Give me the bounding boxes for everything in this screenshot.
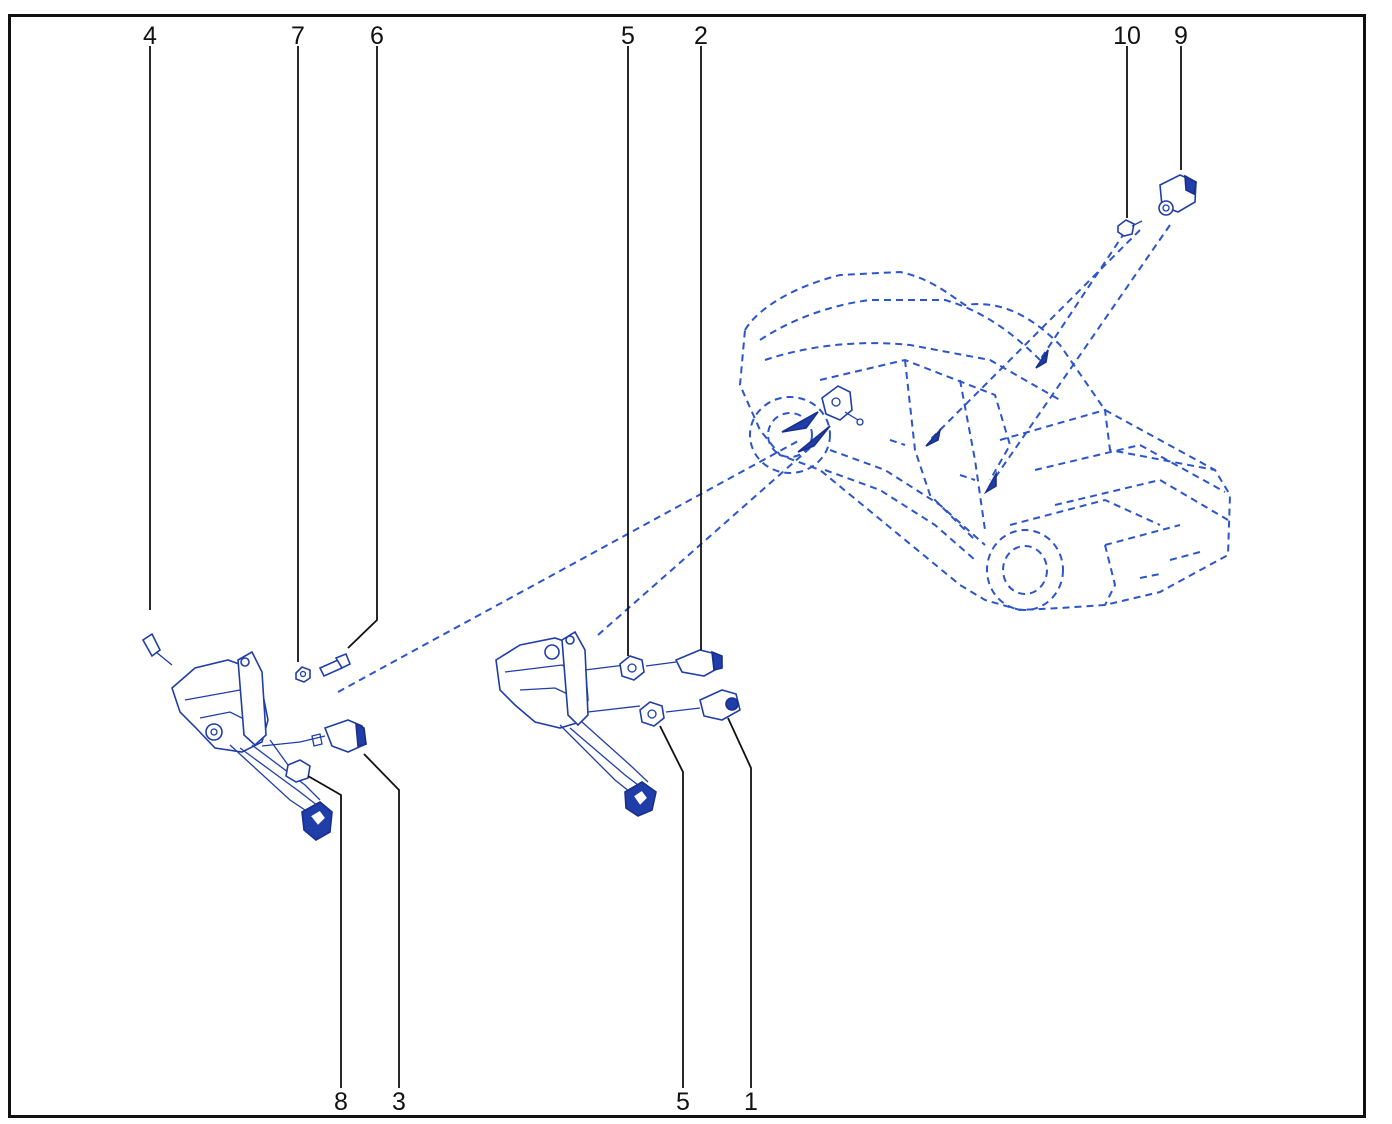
part-1-switch bbox=[665, 689, 741, 721]
part-9-sensor bbox=[1158, 174, 1197, 216]
callout-8: 8 bbox=[334, 1088, 348, 1116]
callout-3: 3 bbox=[392, 1088, 406, 1116]
callout-2: 2 bbox=[694, 22, 708, 50]
part-6-bolt bbox=[318, 652, 352, 678]
callout-10: 10 bbox=[1113, 22, 1141, 50]
part-10-bolt bbox=[1117, 219, 1143, 237]
callout-5-bottom: 5 bbox=[676, 1088, 690, 1116]
part-2-switch bbox=[645, 649, 724, 677]
pedal-assembly-right bbox=[495, 630, 657, 817]
vehicle-pedal-mount bbox=[821, 385, 864, 426]
vehicle-outline bbox=[738, 270, 1232, 612]
part-7-nut bbox=[295, 666, 311, 683]
callout-6: 6 bbox=[370, 22, 384, 50]
part-8-switch bbox=[269, 739, 311, 783]
assembly-arrows bbox=[781, 349, 1049, 495]
callout-5-top: 5 bbox=[621, 22, 635, 50]
leader-lines bbox=[149, 46, 1182, 1088]
callout-1: 1 bbox=[744, 1088, 758, 1116]
diagram-frame bbox=[8, 14, 1366, 1118]
part-5-nut-bottom bbox=[639, 701, 665, 727]
callout-4: 4 bbox=[143, 22, 157, 50]
assembly-lines bbox=[337, 224, 1171, 693]
callout-9: 9 bbox=[1174, 22, 1188, 50]
part-4-bolt bbox=[141, 632, 173, 666]
pedal-assembly-left bbox=[171, 650, 333, 841]
callout-labels: 4 7 6 5 2 10 9 8 3 5 1 bbox=[143, 22, 1188, 1116]
part-3-switch bbox=[261, 719, 367, 753]
callout-7: 7 bbox=[291, 22, 305, 50]
part-5-nut-top bbox=[619, 655, 645, 681]
